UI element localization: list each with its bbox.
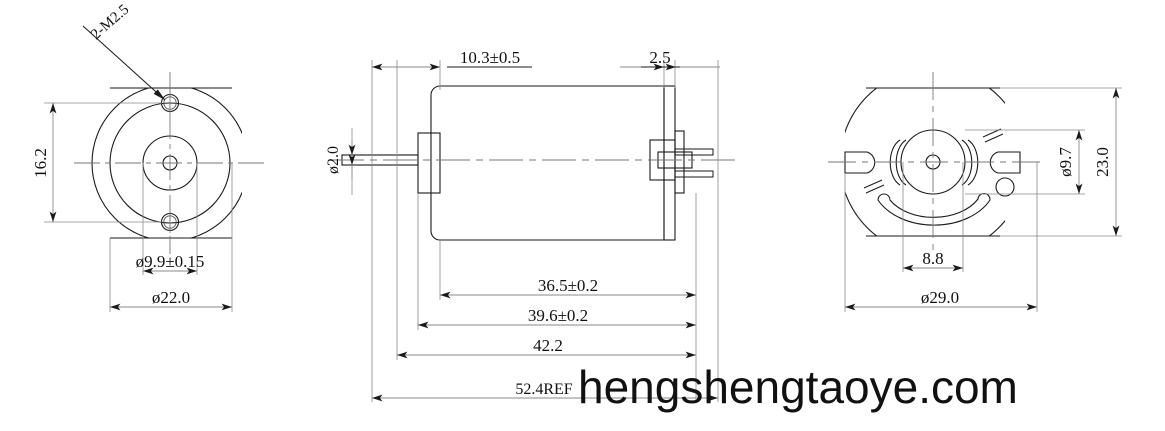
flange-diameter-text: ø22.0 bbox=[152, 288, 190, 307]
flat-to-flat-text: 23.0 bbox=[1093, 147, 1112, 177]
motor-can-body bbox=[430, 85, 665, 241]
lead-tab-left-b bbox=[865, 184, 885, 194]
hole-pitch-text: 16.2 bbox=[31, 148, 50, 178]
brush-holder-crescent bbox=[877, 192, 991, 226]
site-watermark: hengshengtaoye.com bbox=[578, 361, 1018, 413]
brush-arc-right bbox=[961, 139, 973, 186]
rear-face-view: ø9.7 23.0 8.8 ø29.0 bbox=[828, 72, 1122, 312]
rear-diameter-text: ø29.0 bbox=[921, 288, 959, 307]
body-flange-length-text: 39.6±0.2 bbox=[528, 306, 588, 325]
terminal-slot-left bbox=[844, 151, 876, 174]
boss-diameter-text: ø9.9±0.15 bbox=[136, 252, 205, 271]
shaft-length-text: 10.3±0.5 bbox=[460, 48, 520, 67]
brush-arc-left bbox=[895, 139, 907, 186]
rear-boss-diameter-text: ø9.7 bbox=[1056, 147, 1075, 177]
thread-callout-text: 2-M2.5 bbox=[88, 2, 132, 43]
rear-terminal-plate bbox=[674, 130, 685, 194]
shaft-diameter-text: ø2.0 bbox=[325, 146, 342, 174]
lead-tab-left-a bbox=[863, 179, 883, 189]
body-length-text: 36.5±0.2 bbox=[538, 276, 598, 295]
rear-end-plate bbox=[663, 85, 676, 241]
brush-arc-right-inner bbox=[967, 139, 979, 186]
terminal-span-text: 8.8 bbox=[922, 249, 943, 268]
thread-callout-leader bbox=[82, 25, 166, 101]
overall-length-text: 52.4REF bbox=[515, 381, 572, 398]
terminal-tab-lower bbox=[674, 170, 714, 178]
terminal-slot-right bbox=[989, 151, 1021, 174]
overall-no-shaft-text: 42.2 bbox=[533, 336, 563, 355]
front-flange-boss bbox=[417, 132, 441, 194]
lead-tab-right-a bbox=[984, 133, 1004, 143]
side-section-view: ø2.0 10.3±0.5 2.5 36.5±0.2 39.6±0.2 42.2… bbox=[325, 48, 735, 402]
rear-vent-hole bbox=[995, 177, 1015, 197]
front-face-view: 2-M2.5 16.2 ø9.9±0.15 ø22.0 bbox=[31, 2, 266, 312]
rear-boss-length-text: 2.5 bbox=[649, 48, 670, 67]
brush-arc-left-inner bbox=[889, 139, 901, 186]
